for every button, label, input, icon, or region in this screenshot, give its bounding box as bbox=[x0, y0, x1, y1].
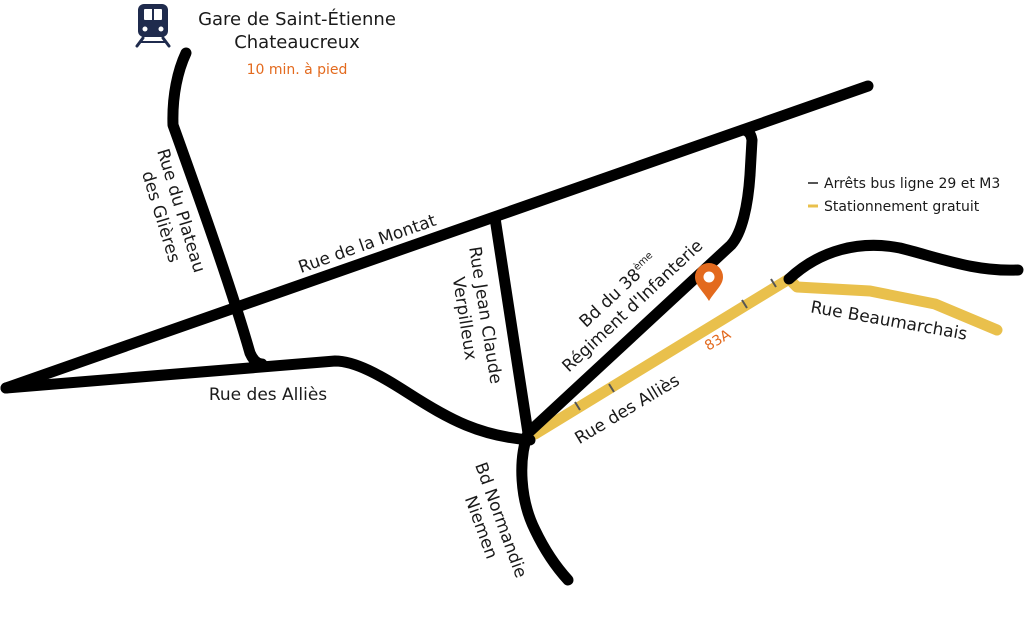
road-rue-beaumarchais-east bbox=[783, 239, 1024, 285]
train-icon bbox=[135, 4, 171, 48]
street-label-bd38-sup: ème bbox=[631, 249, 655, 273]
free-parking-route bbox=[529, 273, 1003, 440]
street-label-rue-du-plateau: Rue du Plateau des Glières bbox=[137, 146, 209, 275]
street-label-rue-des-allies-left: Rue des Alliès bbox=[209, 385, 327, 405]
road-bd-normandie bbox=[516, 427, 574, 586]
road-bd-38eme bbox=[522, 124, 758, 439]
bus-stop-tick bbox=[608, 383, 615, 393]
legend-bus-stops: Arrêts bus ligne 29 et M3 bbox=[824, 176, 1000, 192]
road-rue-verpilleux bbox=[489, 212, 534, 439]
legend-parking: Stationnement gratuit bbox=[824, 199, 980, 215]
bus-stop-tick bbox=[770, 278, 777, 288]
bus-stop-markers bbox=[574, 278, 777, 411]
location-pin-icon bbox=[695, 263, 723, 301]
street-label-rue-verpilleux: Rue Jean Claude Verpilleux bbox=[448, 245, 506, 385]
road-rue-de-la-montat bbox=[0, 80, 874, 394]
station-name-line2: Chateaucreux bbox=[234, 32, 360, 53]
road-rue-des-allies-left bbox=[0, 355, 536, 446]
street-label-bd38-line2: Régiment d'Infanterie bbox=[558, 236, 707, 377]
station-name-line1: Gare de Saint-Étienne bbox=[198, 8, 396, 30]
roads bbox=[0, 47, 1024, 586]
legend: Arrêts bus ligne 29 et M3 Stationnement … bbox=[808, 176, 1000, 215]
road-rue-du-plateau bbox=[167, 47, 268, 370]
parking-segment-allies bbox=[529, 273, 1003, 440]
bus-stop-tick bbox=[741, 299, 748, 309]
walk-time: 10 min. à pied bbox=[247, 62, 348, 78]
street-label-bd-38eme: Bd du 38ème Régiment d'Infanterie bbox=[558, 236, 707, 377]
bus-stop-tick bbox=[574, 401, 581, 411]
